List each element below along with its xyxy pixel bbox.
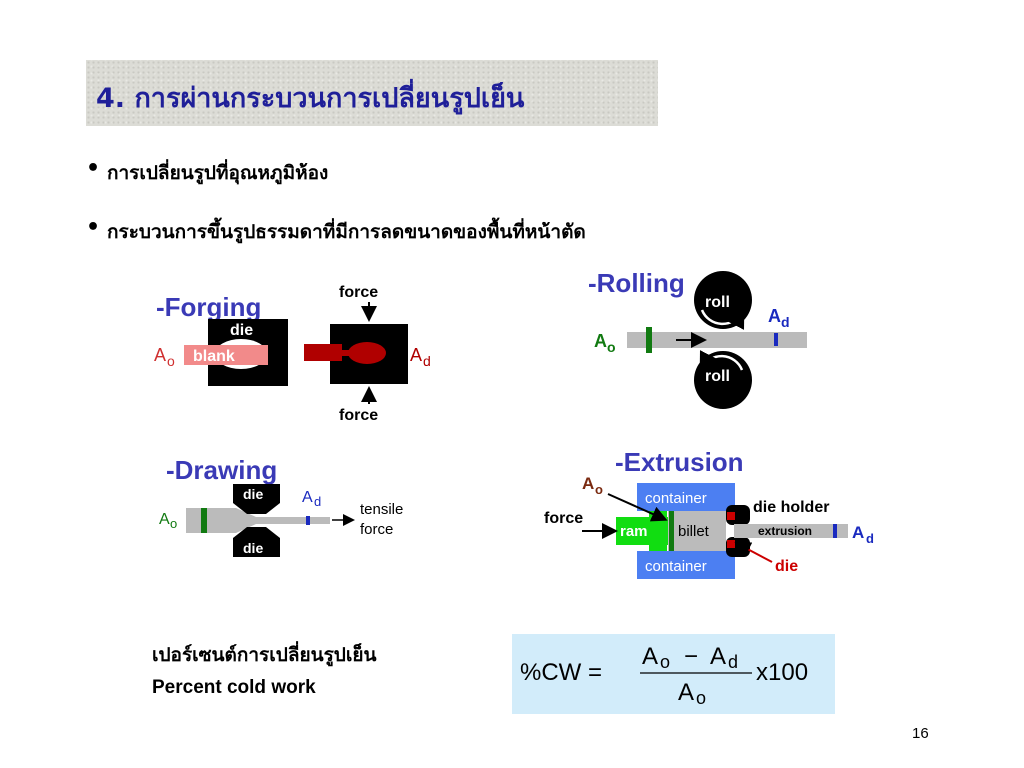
rolling-ao-a: A (594, 331, 607, 351)
bullet-1-marker: • (86, 156, 101, 181)
extrusion-die-pointer (734, 542, 773, 563)
drawing-force-text: force (360, 521, 393, 538)
drawing-ao-sub: o (170, 516, 177, 531)
formula-lhs: %CW = (520, 659, 602, 686)
formula-num-a2: A (710, 643, 726, 670)
forging-force-bottom-text: force (339, 407, 378, 424)
rolling-ad-marker (774, 333, 778, 346)
extrusion-container-top (637, 483, 735, 511)
forging-ao-sub: o (167, 353, 175, 369)
drawing-ao-marker (201, 508, 207, 533)
formula-num-s1: o (660, 652, 670, 672)
forging-flash-left (304, 344, 342, 361)
drawing-ad-a: A (302, 489, 313, 506)
rolling-roll-top-text: roll (705, 294, 730, 311)
rolling-ad-a: A (768, 306, 781, 326)
drawing-ao-a: A (159, 511, 170, 528)
rolling-label: -Rolling (588, 268, 685, 298)
extrusion-billet-text: billet (678, 523, 710, 540)
drawing-die-bottom (233, 527, 280, 557)
extrusion-billet (668, 511, 726, 551)
extrusion-diagram: container container ram billet extrusion… (544, 474, 874, 579)
extrusion-ram-text: ram (620, 523, 648, 540)
forging-blank-text: blank (193, 348, 235, 365)
drawing-tensile-text: tensile (360, 501, 403, 518)
formula-den-a: A (678, 679, 694, 706)
extrusion-label: -Extrusion (615, 447, 744, 477)
extrusion-die-bottom (727, 540, 735, 548)
rolling-ao-marker (646, 327, 652, 353)
extrusion-ad-marker (833, 524, 837, 538)
rolling-workpiece (627, 332, 807, 348)
extrusion-ao-marker (669, 511, 674, 551)
formula-num-a1: A (642, 643, 658, 670)
bullet-2-marker: • (86, 215, 101, 240)
extrusion-die-holder-text: die holder (753, 499, 829, 516)
extrusion-ao-sub: o (595, 482, 603, 497)
bullet-2-text: กระบวนการขึ้นรูปธรรมดาที่มีการลดขนาดของพ… (107, 221, 586, 243)
forging-diagram: die blank A o A d force force (154, 284, 431, 424)
forging-label: -Forging (156, 292, 262, 322)
extrusion-product-text: extrusion (758, 524, 812, 538)
page-number: 16 (912, 725, 929, 742)
extrusion-container-top-text: container (645, 490, 707, 507)
extrusion-die-top (727, 512, 735, 520)
slide-title: 4. การผ่านกระบวนการเปลี่ยนรูปเย็น (96, 83, 525, 114)
extrusion-force-text: force (544, 510, 583, 527)
bullet-1-text: การเปลี่ยนรูปที่อุณหภูมิห้อง (107, 162, 329, 184)
drawing-die-bottom-text: die (243, 540, 263, 556)
forging-ad-a: A (410, 345, 422, 365)
drawing-diagram: die die A o A d tensile force (159, 484, 403, 557)
title-banner (86, 60, 658, 126)
formula-den-s: o (696, 688, 706, 708)
percent-cw-formula: %CW = A o − A d A o x100 (520, 643, 808, 708)
rolling-ao-sub: o (607, 339, 616, 355)
drawing-ad-sub: d (314, 494, 321, 509)
formula-num-s2: d (728, 652, 738, 672)
rolling-diagram: roll roll A o A d (594, 271, 807, 409)
forging-blank (184, 345, 268, 365)
forging-part (348, 342, 386, 364)
drawing-ad-marker (306, 516, 310, 525)
forging-die-text: die (230, 322, 253, 339)
formula-minus: − (684, 643, 698, 670)
drawing-workpiece (186, 508, 330, 533)
forging-force-top-text: force (339, 284, 378, 301)
extrusion-container-bottom-text: container (645, 558, 707, 575)
extrusion-ao-pointer (607, 493, 668, 522)
extrusion-ao-a: A (582, 474, 594, 493)
extrusion-container-bottom (637, 551, 735, 579)
extrusion-product (734, 524, 848, 538)
percent-cw-thai-label: เปอร์เซนต์การเปลี่ยนรูปเย็น (152, 644, 377, 666)
forging-ao-a: A (154, 345, 166, 365)
drawing-label: -Drawing (166, 455, 278, 485)
extrusion-die-text: die (775, 558, 798, 575)
rolling-roll-bottom-text: roll (705, 368, 730, 385)
rolling-ad-sub: d (781, 314, 790, 330)
extrusion-ad-sub: d (866, 531, 874, 546)
formula-multiplier: x100 (756, 659, 808, 686)
drawing-die-top-text: die (243, 486, 263, 502)
drawing-die-top (233, 484, 280, 514)
extrusion-ad-a: A (852, 523, 864, 542)
formula-box (512, 634, 835, 714)
forging-ad-sub: d (423, 353, 431, 369)
percent-cw-english-label: Percent cold work (152, 677, 316, 698)
